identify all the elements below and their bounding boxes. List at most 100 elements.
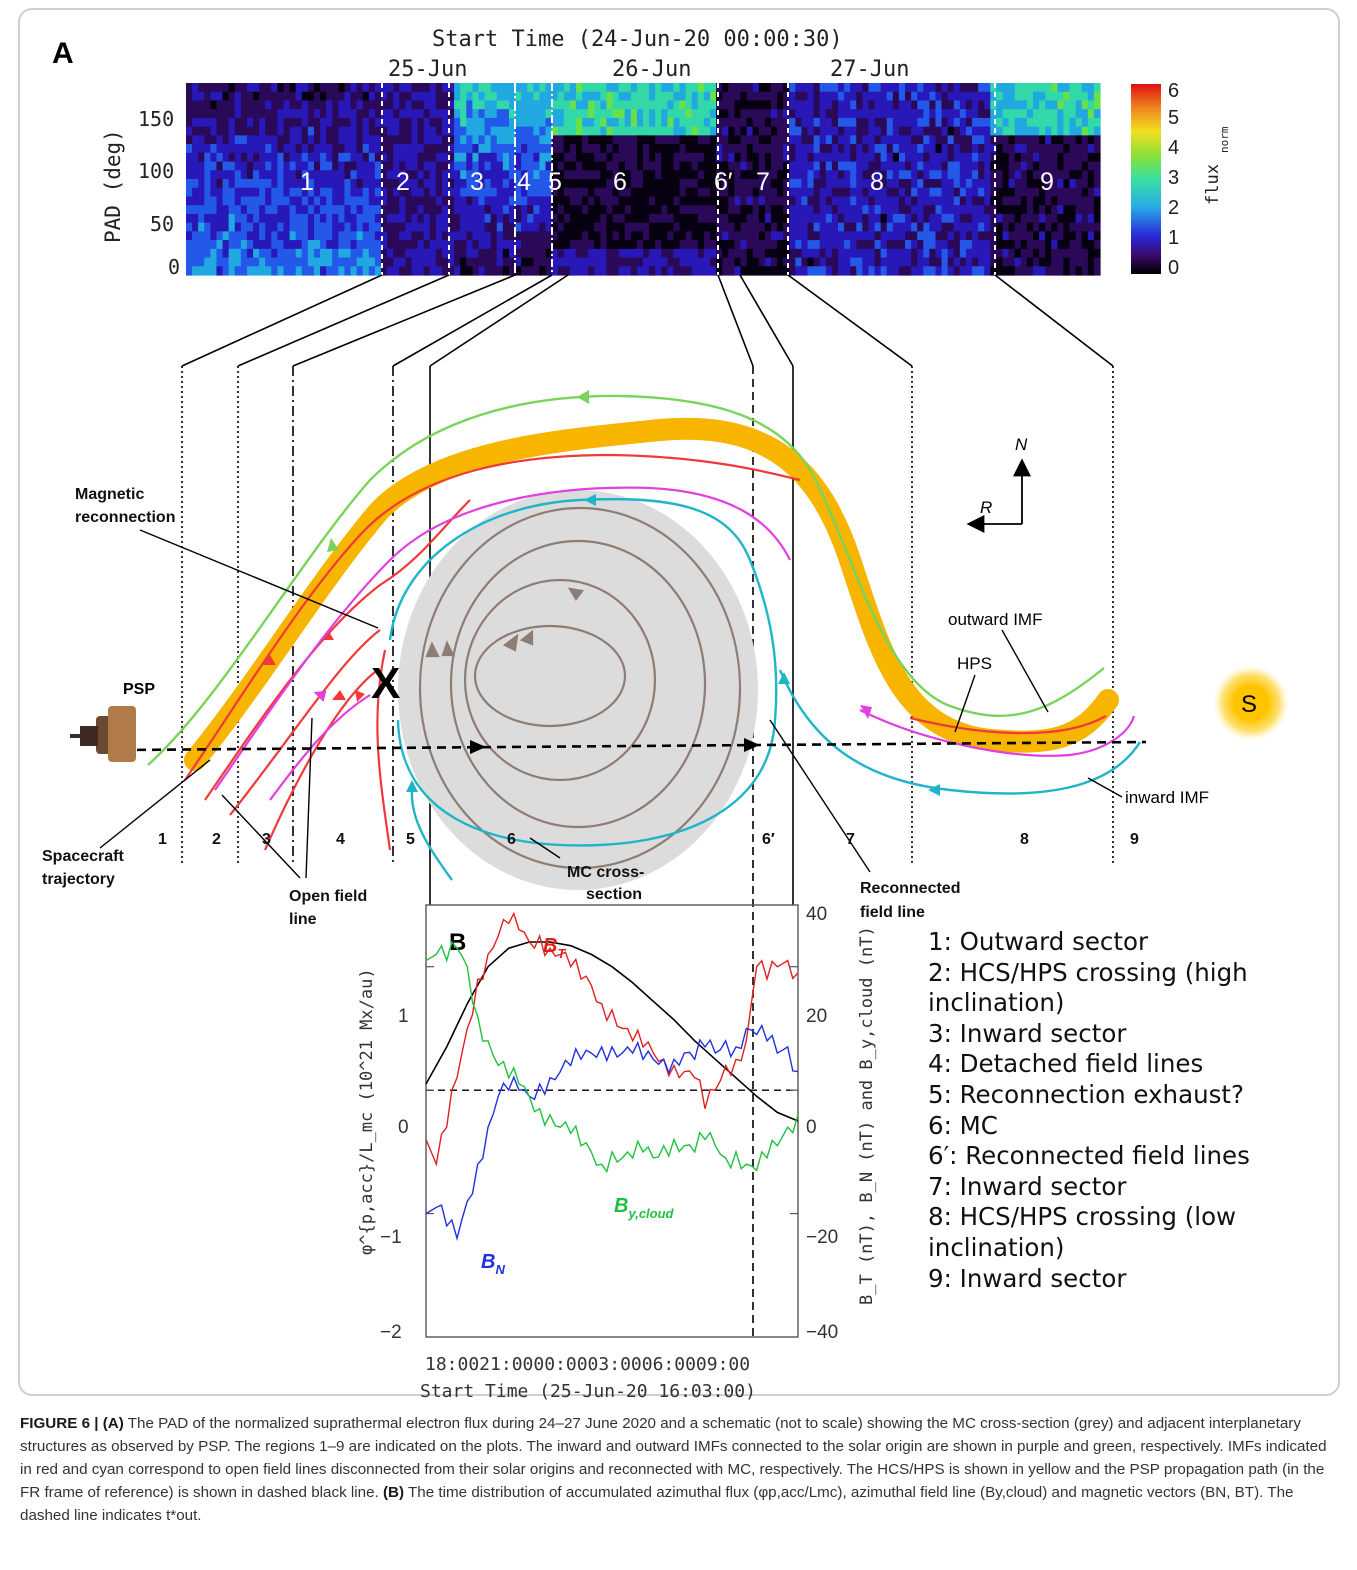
heatmap-cell	[703, 205, 711, 215]
heatmap-cell	[228, 213, 236, 224]
heatmap-cell	[996, 100, 1004, 110]
heatmap-cell	[746, 91, 754, 102]
heatmap-cell	[508, 126, 516, 136]
heatmap-cell	[429, 213, 437, 224]
heatmap-cell	[819, 240, 827, 250]
heatmap-cell	[326, 213, 333, 224]
heatmap-cell	[746, 196, 754, 206]
heatmap-cell	[770, 117, 778, 128]
heatmap-cell	[880, 179, 888, 189]
heatmap-cell	[764, 91, 772, 102]
heatmap-cell	[728, 179, 735, 189]
heatmap-cell	[886, 240, 894, 250]
heatmap-cell	[965, 144, 973, 154]
heatmap-cell	[911, 196, 918, 206]
heatmap-cell	[600, 266, 608, 276]
heatmap-cell	[411, 161, 419, 171]
heatmap-cell	[563, 100, 571, 110]
heatmap-cell	[186, 91, 193, 102]
hps-band	[184, 417, 1119, 771]
heatmap-cell	[777, 100, 784, 110]
heatmap-cell	[1081, 231, 1089, 241]
heatmap-cell	[990, 205, 998, 215]
heatmap-cell	[813, 109, 821, 119]
heatmap-cell	[911, 179, 918, 189]
heatmap-cell	[679, 91, 687, 102]
pad-region-1: 1	[300, 168, 314, 196]
heatmap-cell	[539, 109, 547, 119]
heatmap-cell	[441, 126, 449, 136]
heatmap-cell	[320, 135, 327, 145]
heatmap-cell	[1069, 222, 1077, 232]
heatmap-cell	[198, 213, 205, 224]
heatmap-cell	[228, 144, 236, 154]
heatmap-cell	[1045, 170, 1052, 180]
heatmap-cell	[380, 248, 388, 259]
heatmap-cell	[429, 152, 437, 163]
heatmap-cell	[606, 187, 614, 198]
heatmap-cell	[1075, 152, 1083, 163]
heatmap-cell	[350, 222, 358, 232]
heatmap-cell	[1051, 222, 1058, 232]
heatmap-cell	[892, 117, 900, 128]
heatmap-cell	[892, 179, 900, 189]
heatmap-cell	[1093, 117, 1101, 128]
heatmap-cell	[947, 91, 955, 102]
heatmap-cell	[929, 135, 937, 145]
heatmap-cell	[210, 152, 218, 163]
reconnected-arrow-2	[778, 672, 790, 684]
heatmap-cell	[588, 152, 595, 163]
heatmap-cell	[253, 213, 260, 224]
heatmap-cell	[271, 257, 278, 267]
heatmap-cell	[789, 109, 796, 119]
heatmap-cell	[521, 109, 528, 119]
heatmap-cell	[752, 196, 760, 206]
heatmap-cell	[795, 152, 803, 163]
heatmap-cell	[307, 205, 315, 215]
heatmap-cell	[515, 187, 522, 198]
heatmap-cell	[716, 213, 723, 224]
heatmap-cell	[1039, 187, 1046, 198]
heatmap-cell	[1087, 161, 1095, 171]
heatmap-cell	[978, 100, 985, 110]
heatmap-cell	[1051, 187, 1058, 198]
heatmap-cell	[624, 135, 632, 145]
heatmap-cell	[758, 179, 766, 189]
heatmap-cell	[856, 161, 863, 171]
heatmap-cell	[246, 117, 254, 128]
heatmap-cell	[186, 266, 193, 276]
heatmap-cell	[350, 266, 358, 276]
heatmap-cell	[837, 117, 845, 128]
heatmap-cell	[752, 231, 760, 241]
heatmap-cell	[624, 144, 632, 154]
series-b-t	[425, 911, 799, 1167]
heatmap-cell	[1032, 266, 1040, 276]
pad-region-2: 2	[396, 168, 410, 196]
heatmap-cell	[728, 135, 735, 145]
heatmap-cell	[673, 91, 681, 102]
heatmap-cell	[295, 205, 303, 215]
heatmap-cell	[752, 187, 760, 198]
heatmap-cell	[923, 257, 930, 267]
heatmap-cell	[1087, 170, 1095, 180]
heatmap-cell	[460, 100, 467, 110]
heatmap-cell	[563, 266, 571, 276]
heatmap-cell	[874, 196, 882, 206]
schematic-region-6prime: 6′	[762, 831, 775, 848]
heatmap-cell	[856, 213, 863, 224]
heatmap-cell	[1045, 91, 1052, 102]
heatmap-cell	[441, 240, 449, 250]
heatmap-cell	[362, 144, 370, 154]
heatmap-cell	[716, 135, 723, 145]
heatmap-cell	[344, 152, 352, 163]
spacecraft-trajectory-label: Spacecraft trajectory	[42, 848, 128, 888]
heatmap-cell	[569, 266, 577, 276]
heatmap-cell	[978, 187, 985, 198]
heatmap-cell	[728, 248, 735, 259]
heatmap-cell	[947, 213, 955, 224]
heatmap-cell	[1039, 257, 1046, 267]
heatmap-cell	[801, 248, 809, 259]
heatmap-cell	[502, 205, 510, 215]
heatmap-cell	[307, 126, 315, 136]
heatmap-cell	[1069, 135, 1077, 145]
